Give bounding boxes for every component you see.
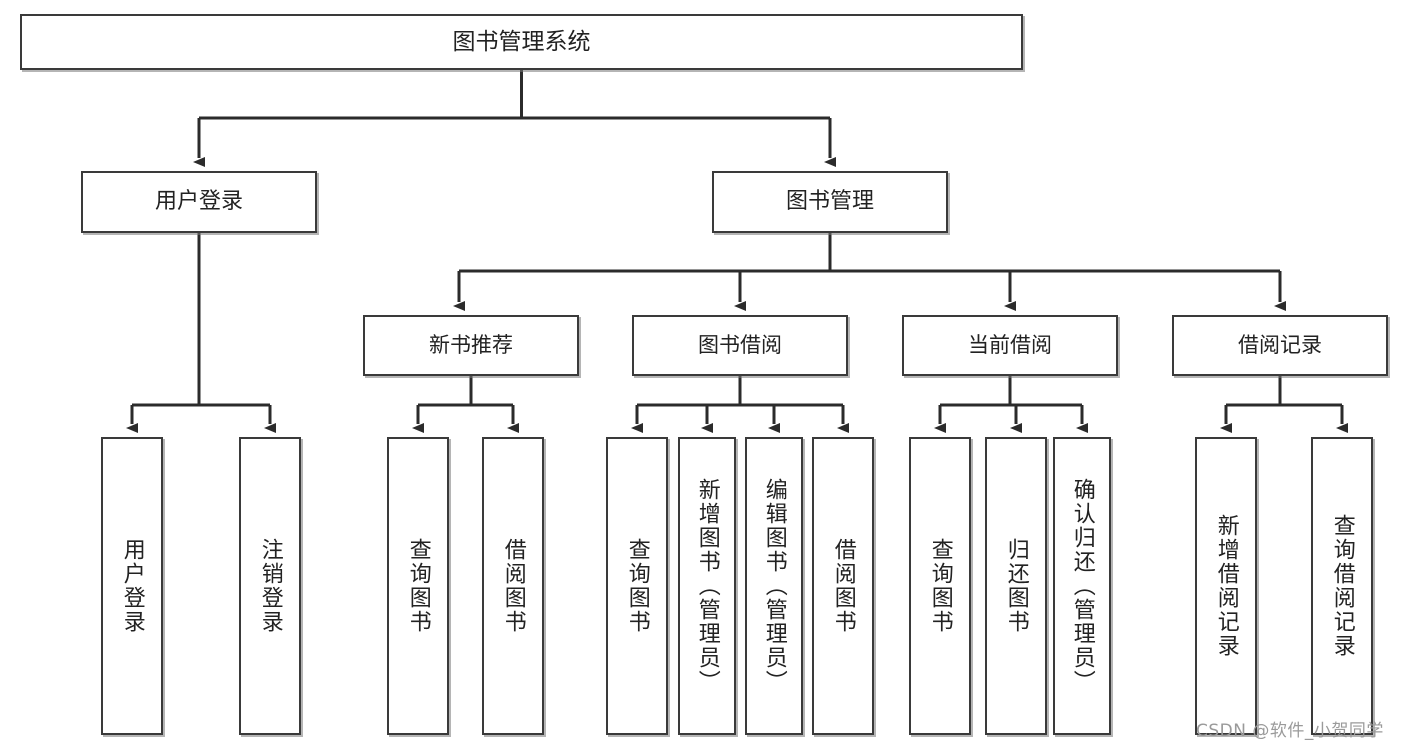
node-current-borrow-label: 当前借阅 bbox=[968, 333, 1052, 358]
node-user-login[interactable]: 用户登录 bbox=[81, 171, 317, 233]
node-leaf-confirm-return[interactable]: 确认归还（管理员） bbox=[1053, 437, 1111, 735]
node-leaf-add-book-label: 新增图书（管理员） bbox=[694, 478, 720, 694]
node-leaf-query-book-cur[interactable]: 查询图书 bbox=[909, 437, 971, 735]
node-root-label: 图书管理系统 bbox=[452, 28, 591, 55]
node-leaf-add-record-label: 新增借阅记录 bbox=[1213, 514, 1239, 658]
node-leaf-edit-book-label: 编辑图书（管理员） bbox=[761, 478, 787, 694]
node-leaf-add-book[interactable]: 新增图书（管理员） bbox=[678, 437, 736, 735]
node-leaf-logout-label: 注销登录 bbox=[257, 538, 283, 634]
node-borrow-record-label: 借阅记录 bbox=[1238, 333, 1322, 358]
node-leaf-user-login[interactable]: 用户登录 bbox=[101, 437, 163, 735]
node-leaf-user-login-label: 用户登录 bbox=[119, 538, 145, 634]
node-book-manage[interactable]: 图书管理 bbox=[712, 171, 948, 233]
node-leaf-query-record[interactable]: 查询借阅记录 bbox=[1311, 437, 1373, 735]
node-leaf-query-book-cur-label: 查询图书 bbox=[927, 538, 953, 634]
node-book-borrow[interactable]: 图书借阅 bbox=[632, 315, 848, 376]
node-new-book-recommend-label: 新书推荐 bbox=[429, 333, 513, 358]
node-book-borrow-label: 图书借阅 bbox=[698, 333, 782, 358]
node-leaf-borrow-book-bor-label: 借阅图书 bbox=[830, 538, 856, 634]
node-leaf-query-book-bor-label: 查询图书 bbox=[624, 538, 650, 634]
node-leaf-query-book-rec-label: 查询图书 bbox=[405, 538, 431, 634]
node-leaf-query-book-bor[interactable]: 查询图书 bbox=[606, 437, 668, 735]
node-borrow-record[interactable]: 借阅记录 bbox=[1172, 315, 1388, 376]
node-book-manage-label: 图书管理 bbox=[785, 189, 874, 215]
node-new-book-recommend[interactable]: 新书推荐 bbox=[363, 315, 579, 376]
node-leaf-return-book[interactable]: 归还图书 bbox=[985, 437, 1047, 735]
node-root[interactable]: 图书管理系统 bbox=[20, 14, 1023, 70]
node-leaf-logout[interactable]: 注销登录 bbox=[239, 437, 301, 735]
node-leaf-edit-book[interactable]: 编辑图书（管理员） bbox=[745, 437, 803, 735]
node-leaf-query-book-rec[interactable]: 查询图书 bbox=[387, 437, 449, 735]
node-leaf-borrow-book-bor[interactable]: 借阅图书 bbox=[812, 437, 874, 735]
node-current-borrow[interactable]: 当前借阅 bbox=[902, 315, 1118, 376]
node-leaf-confirm-return-label: 确认归还（管理员） bbox=[1069, 478, 1095, 694]
node-user-login-label: 用户登录 bbox=[154, 189, 243, 215]
node-leaf-return-book-label: 归还图书 bbox=[1003, 538, 1029, 634]
node-leaf-add-record[interactable]: 新增借阅记录 bbox=[1195, 437, 1257, 735]
node-leaf-query-record-label: 查询借阅记录 bbox=[1329, 514, 1355, 658]
csdn-watermark: CSDN @软件_小贺同学 bbox=[1196, 721, 1384, 741]
node-leaf-borrow-book-rec[interactable]: 借阅图书 bbox=[482, 437, 544, 735]
node-leaf-borrow-book-rec-label: 借阅图书 bbox=[500, 538, 526, 634]
